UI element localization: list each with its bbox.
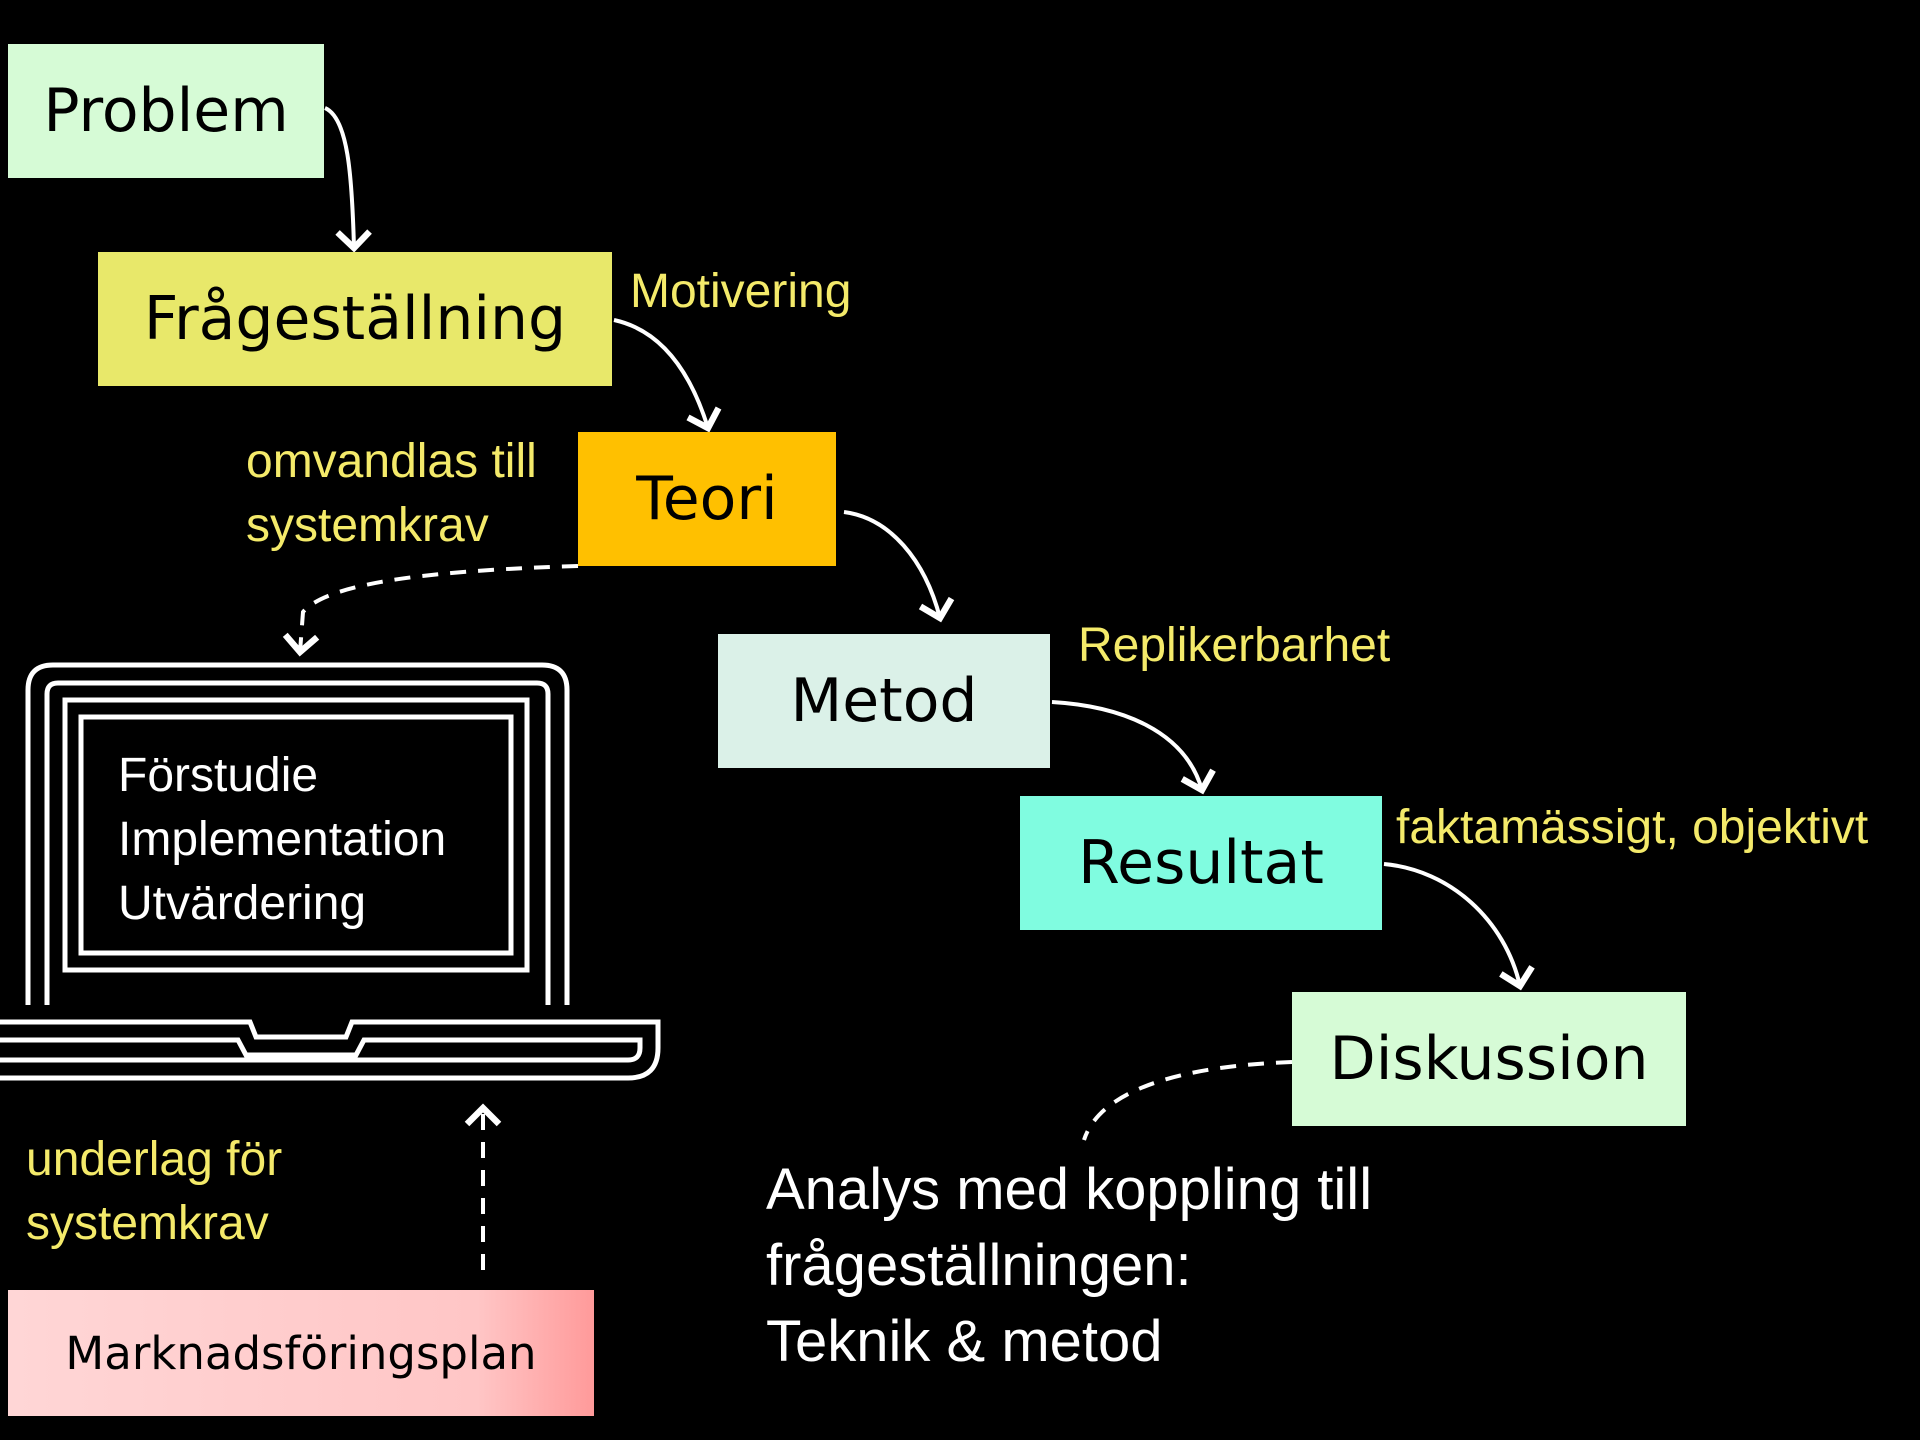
arrow-metod-to-resultat: [1051, 700, 1216, 795]
analysis-text: Analys med koppling till frågeställninge…: [766, 1152, 1372, 1380]
analysis-line2: frågeställningen:: [766, 1233, 1192, 1298]
analysis-line3: Teknik & metod: [766, 1309, 1163, 1374]
step-box-diskussion: Diskussion: [1292, 992, 1686, 1126]
laptop-screen-line1: Förstudie: [118, 749, 319, 802]
laptop-icon: [0, 662, 661, 1081]
arrow-resultat-to-diskussion: [1383, 862, 1535, 991]
annotation-underlag: underlag för systemkrav: [26, 1128, 282, 1256]
annotation-motivering-text: Motivering: [630, 265, 852, 318]
step-label-diskussion: Diskussion: [1329, 1024, 1649, 1094]
step-label-resultat: Resultat: [1078, 828, 1324, 898]
step-box-fragestallning: Frågeställning: [98, 252, 612, 386]
annotation-omvandlas-line1: omvandlas till: [246, 435, 537, 488]
step-label-teori: Teori: [636, 464, 778, 534]
step-box-problem: Problem: [8, 44, 324, 178]
marketing-plan-box: Marknadsföringsplan: [8, 1290, 594, 1416]
dashed-line-diskussion-to-analysis: [1082, 1060, 1293, 1141]
step-box-teori: Teori: [578, 432, 836, 566]
step-box-resultat: Resultat: [1020, 796, 1382, 930]
analysis-line1: Analys med koppling till: [766, 1157, 1373, 1222]
annotation-motivering: Motivering: [630, 260, 851, 324]
step-label-problem: Problem: [43, 76, 289, 146]
annotation-replikerbarhet: Replikerbarhet: [1078, 614, 1390, 678]
arrow-problem-to-fragestallning: [324, 106, 372, 253]
step-box-metod: Metod: [718, 634, 1050, 768]
arrow-fragestallning-to-teori: [613, 318, 722, 433]
annotation-replikerbarhet-text: Replikerbarhet: [1078, 619, 1391, 672]
laptop-screen-text: Förstudie Implementation Utvärdering: [118, 744, 446, 936]
marketing-plan-label: Marknadsföringsplan: [65, 1326, 537, 1380]
arrow-teori-to-metod: [843, 510, 955, 623]
dashed-arrow-teori-to-laptop: [282, 564, 579, 657]
step-label-fragestallning: Frågeställning: [143, 284, 567, 354]
laptop-screen-line3: Utvärdering: [118, 877, 367, 930]
annotation-faktamassigt-text: faktamässigt, objektivt: [1396, 801, 1869, 854]
laptop-screen-line2: Implementation: [118, 813, 447, 866]
step-label-metod: Metod: [790, 666, 978, 736]
annotation-omvandlas: omvandlas till systemkrav: [246, 430, 537, 558]
annotation-omvandlas-line2: systemkrav: [246, 499, 489, 552]
annotation-underlag-line2: systemkrav: [26, 1197, 269, 1250]
annotation-underlag-line1: underlag för: [26, 1133, 283, 1186]
annotation-faktamassigt: faktamässigt, objektivt: [1396, 796, 1868, 860]
